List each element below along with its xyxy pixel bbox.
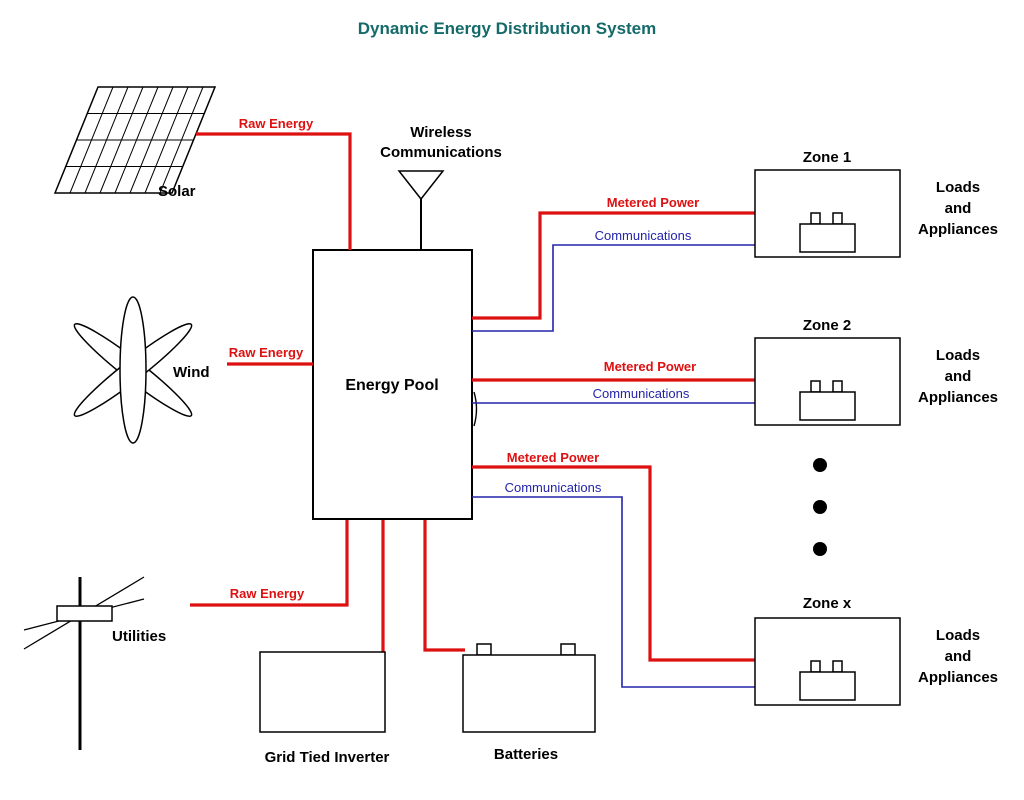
zonex-loads-line3: Appliances (918, 669, 998, 686)
zone-x: Zone x Loads and Appliances (754, 595, 998, 706)
zone2-loads-line3: Appliances (918, 389, 998, 406)
wind-turbine-icon (73, 296, 193, 444)
energy-pool-label: Energy Pool (345, 377, 438, 394)
metered-power-label-zonex: Metered Power (507, 450, 599, 465)
metered-power-line-zone1 (472, 211, 755, 320)
inverter-box (259, 651, 386, 733)
batteries-box (462, 654, 596, 733)
power-lines (190, 132, 755, 662)
zonex-label: Zone x (803, 595, 852, 612)
stray-mark (473, 391, 478, 427)
raw-energy-label-solar: Raw Energy (239, 116, 314, 131)
antenna-icon (397, 170, 445, 250)
zonex-loads-line2: and (945, 648, 972, 665)
raw-energy-line-solar (196, 132, 352, 250)
utility-pole-icon (23, 576, 145, 750)
appliance-icon (799, 380, 856, 421)
comms-label-zone1: Communications (595, 228, 692, 243)
utilities-label: Utilities (112, 628, 166, 645)
wireless-label-line1: Wireless (410, 124, 472, 141)
comms-label-zonex: Communications (505, 480, 602, 495)
page-title: Dynamic Energy Distribution System (358, 19, 657, 38)
zone1-loads-line2: and (945, 200, 972, 217)
zone1-label: Zone 1 (803, 149, 851, 166)
zone2-loads-line1: Loads (936, 347, 980, 364)
raw-energy-line-utilities (190, 520, 349, 607)
appliance-icon (799, 660, 856, 701)
zone-2: Zone 2 Loads and Appliances (754, 317, 998, 426)
inverter-label: Grid Tied Inverter (265, 749, 390, 766)
energy-pool-box (312, 249, 473, 520)
comms-line-zone1 (472, 244, 755, 332)
solar-label: Solar (158, 183, 196, 200)
raw-energy-label-wind: Raw Energy (229, 345, 304, 360)
batteries-label: Batteries (494, 746, 558, 763)
metered-power-line-zonex (472, 465, 755, 662)
power-labels: Raw Energy Raw Energy Raw Energy Metered… (229, 116, 699, 601)
solar-panel-icon (53, 86, 217, 194)
comms-labels: Communications Communications Communicat… (505, 228, 692, 495)
zonex-loads-line1: Loads (936, 627, 980, 644)
appliance-icon (799, 212, 856, 253)
zone-1: Zone 1 Loads and Appliances (754, 149, 998, 258)
comms-line-zonex (472, 496, 755, 688)
zone2-label: Zone 2 (803, 317, 851, 334)
battery-icon (462, 643, 596, 733)
power-line-batteries (423, 520, 465, 652)
zone1-loads-line3: Appliances (918, 221, 998, 238)
wind-label: Wind (173, 364, 210, 381)
raw-energy-label-utilities: Raw Energy (230, 586, 305, 601)
comms-label-zone2: Communications (593, 386, 690, 401)
zone2-loads-line2: and (945, 368, 972, 385)
solar-panel-hatch (65, 86, 204, 194)
metered-power-label-zone2: Metered Power (604, 359, 696, 374)
wireless-label-line2: Communications (380, 144, 502, 161)
metered-power-label-zone1: Metered Power (607, 195, 699, 210)
zone1-loads-line1: Loads (936, 179, 980, 196)
comms-lines (472, 244, 755, 688)
more-zones-ellipsis (813, 458, 827, 556)
